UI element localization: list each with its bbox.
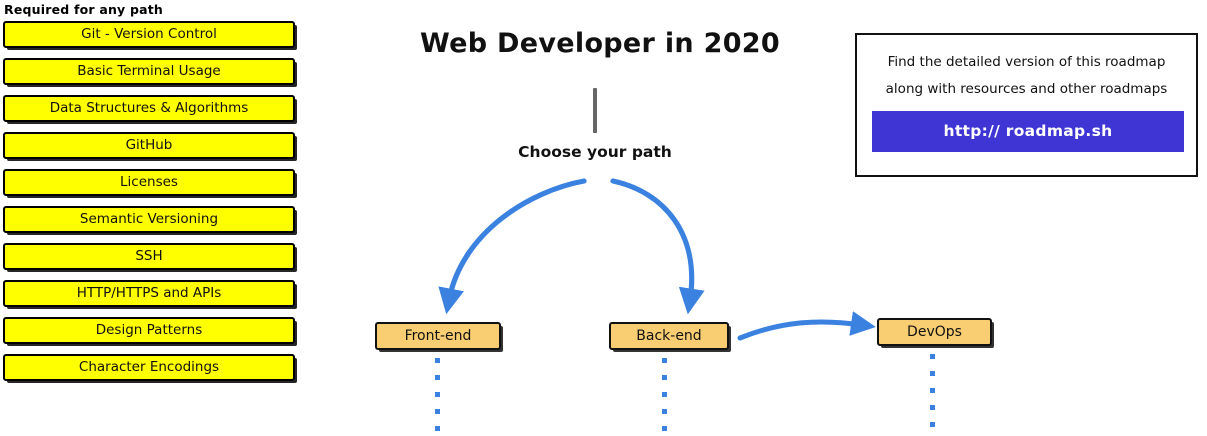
- required-section-heading: Required for any path: [4, 2, 164, 17]
- required-item-label: Basic Terminal Usage: [77, 62, 221, 79]
- required-item-label: HTTP/HTTPS and APIs: [76, 284, 222, 301]
- required-item-label: Character Encodings: [78, 358, 220, 375]
- required-item-design-patterns[interactable]: Design Patterns: [3, 317, 295, 344]
- arrow-to-front-end: [438, 178, 587, 315]
- roadmap-link-label: http:// roadmap.sh: [943, 121, 1113, 140]
- required-item-label: Design Patterns: [95, 321, 203, 338]
- required-item-label: GitHub: [125, 136, 173, 153]
- required-item-data-structures-algorithms[interactable]: Data Structures & Algorithms: [3, 95, 295, 122]
- required-item-label: Licenses: [120, 173, 178, 190]
- required-item-character-encodings[interactable]: Character Encodings: [3, 354, 295, 381]
- required-item-http-https-and-apis[interactable]: HTTP/HTTPS and APIs: [3, 280, 295, 307]
- path-box-label: Front-end: [404, 328, 472, 344]
- required-item-github[interactable]: GitHub: [3, 132, 295, 159]
- required-item-semantic-versioning[interactable]: Semantic Versioning: [3, 206, 295, 233]
- required-item-label: Data Structures & Algorithms: [49, 99, 249, 116]
- dotted-connector-devops: [930, 354, 935, 436]
- path-box-back-end[interactable]: Back-end: [609, 322, 729, 350]
- required-item-git[interactable]: Git - Version Control: [3, 21, 295, 48]
- path-box-label: DevOps: [907, 324, 962, 340]
- required-item-basic-terminal-usage[interactable]: Basic Terminal Usage: [3, 58, 295, 85]
- roadmap-info-card: Find the detailed version of this roadma…: [855, 33, 1198, 177]
- path-box-devops[interactable]: DevOps: [877, 318, 992, 346]
- required-item-label: SSH: [135, 247, 163, 264]
- arrow-back-end-to-devops: [737, 311, 876, 341]
- dotted-connector-back-end: [662, 358, 667, 436]
- arrow-to-back-end: [610, 178, 705, 315]
- info-card-line-1: Find the detailed version of this roadma…: [887, 54, 1166, 70]
- required-item-label: Git - Version Control: [81, 25, 217, 42]
- path-box-front-end[interactable]: Front-end: [375, 322, 501, 350]
- required-for-any-path-section: Required for any path Git - Version Cont…: [3, 0, 295, 391]
- required-item-label: Semantic Versioning: [79, 210, 219, 227]
- path-box-label: Back-end: [636, 328, 702, 344]
- required-item-ssh[interactable]: SSH: [3, 243, 295, 270]
- required-item-licenses[interactable]: Licenses: [3, 169, 295, 196]
- dotted-connector-front-end: [435, 358, 440, 436]
- choose-your-path-label: Choose your path: [518, 143, 672, 161]
- roadmap-link-button[interactable]: http:// roadmap.sh: [872, 111, 1184, 152]
- diagram-title: Web Developer in 2020: [420, 28, 780, 59]
- info-card-line-2: along with resources and other roadmaps: [885, 81, 1168, 97]
- root-stem-line: [593, 88, 597, 133]
